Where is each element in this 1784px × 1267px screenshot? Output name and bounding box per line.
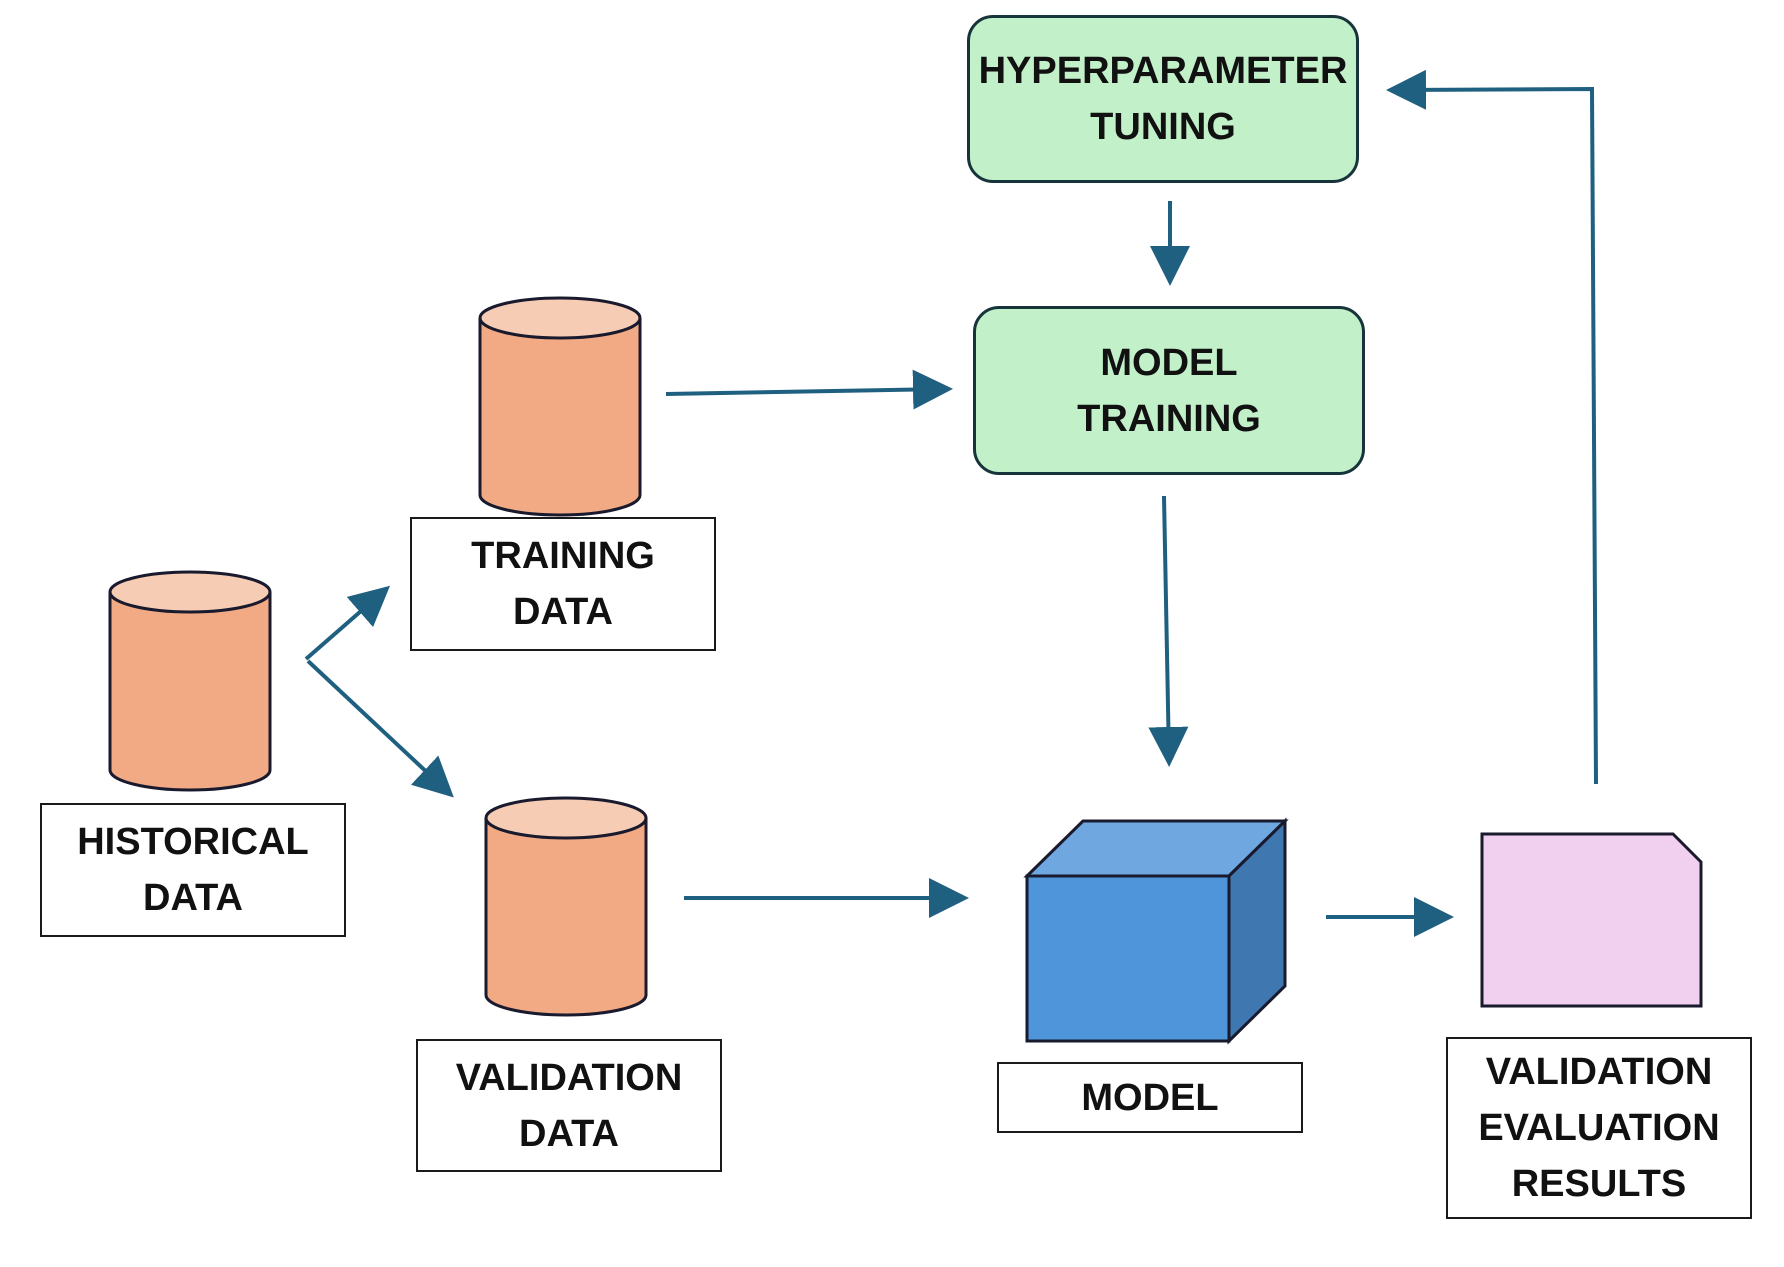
model-label-box: MODEL (997, 1062, 1303, 1133)
training-data-cylinder-icon (478, 296, 642, 517)
arrow-historical-to-training (304, 585, 391, 661)
validation-data-label: VALIDATION DATA (455, 1056, 683, 1155)
model-cube-icon (1023, 817, 1289, 1045)
historical-data-label: HISTORICAL DATA (77, 821, 309, 919)
training-data-label: TRAINING DATA (471, 535, 655, 633)
arrow-historical-to-validation (306, 659, 454, 798)
model-training-label: MODEL TRAINING (1077, 341, 1261, 440)
validation-results-document-icon (1480, 832, 1703, 1008)
validation-results-label-box: VALIDATION EVALUATION RESULTS (1446, 1037, 1752, 1219)
hyperparameter-tuning-label: HYPERPARAMETER TUNING (978, 50, 1348, 148)
validation-data-label-box: VALIDATION DATA (416, 1039, 722, 1172)
validation-results-label: VALIDATION EVALUATION RESULTS (1478, 1051, 1720, 1205)
arrow-training-data-to-model-training (665, 369, 953, 410)
validation-data-cylinder-icon (484, 796, 648, 1017)
model-training-box: MODEL TRAINING (973, 306, 1365, 475)
historical-data-cylinder-icon (108, 570, 272, 792)
arrow-model-training-to-model (1148, 495, 1189, 767)
hyperparameter-tuning-box: HYPERPARAMETER TUNING (967, 15, 1359, 183)
historical-data-label-box: HISTORICAL DATA (40, 803, 346, 937)
model-label: MODEL (1081, 1076, 1219, 1119)
training-data-label-box: TRAINING DATA (410, 517, 716, 651)
arrow-results-feedback-to-hyperparameter (1386, 69, 1598, 785)
